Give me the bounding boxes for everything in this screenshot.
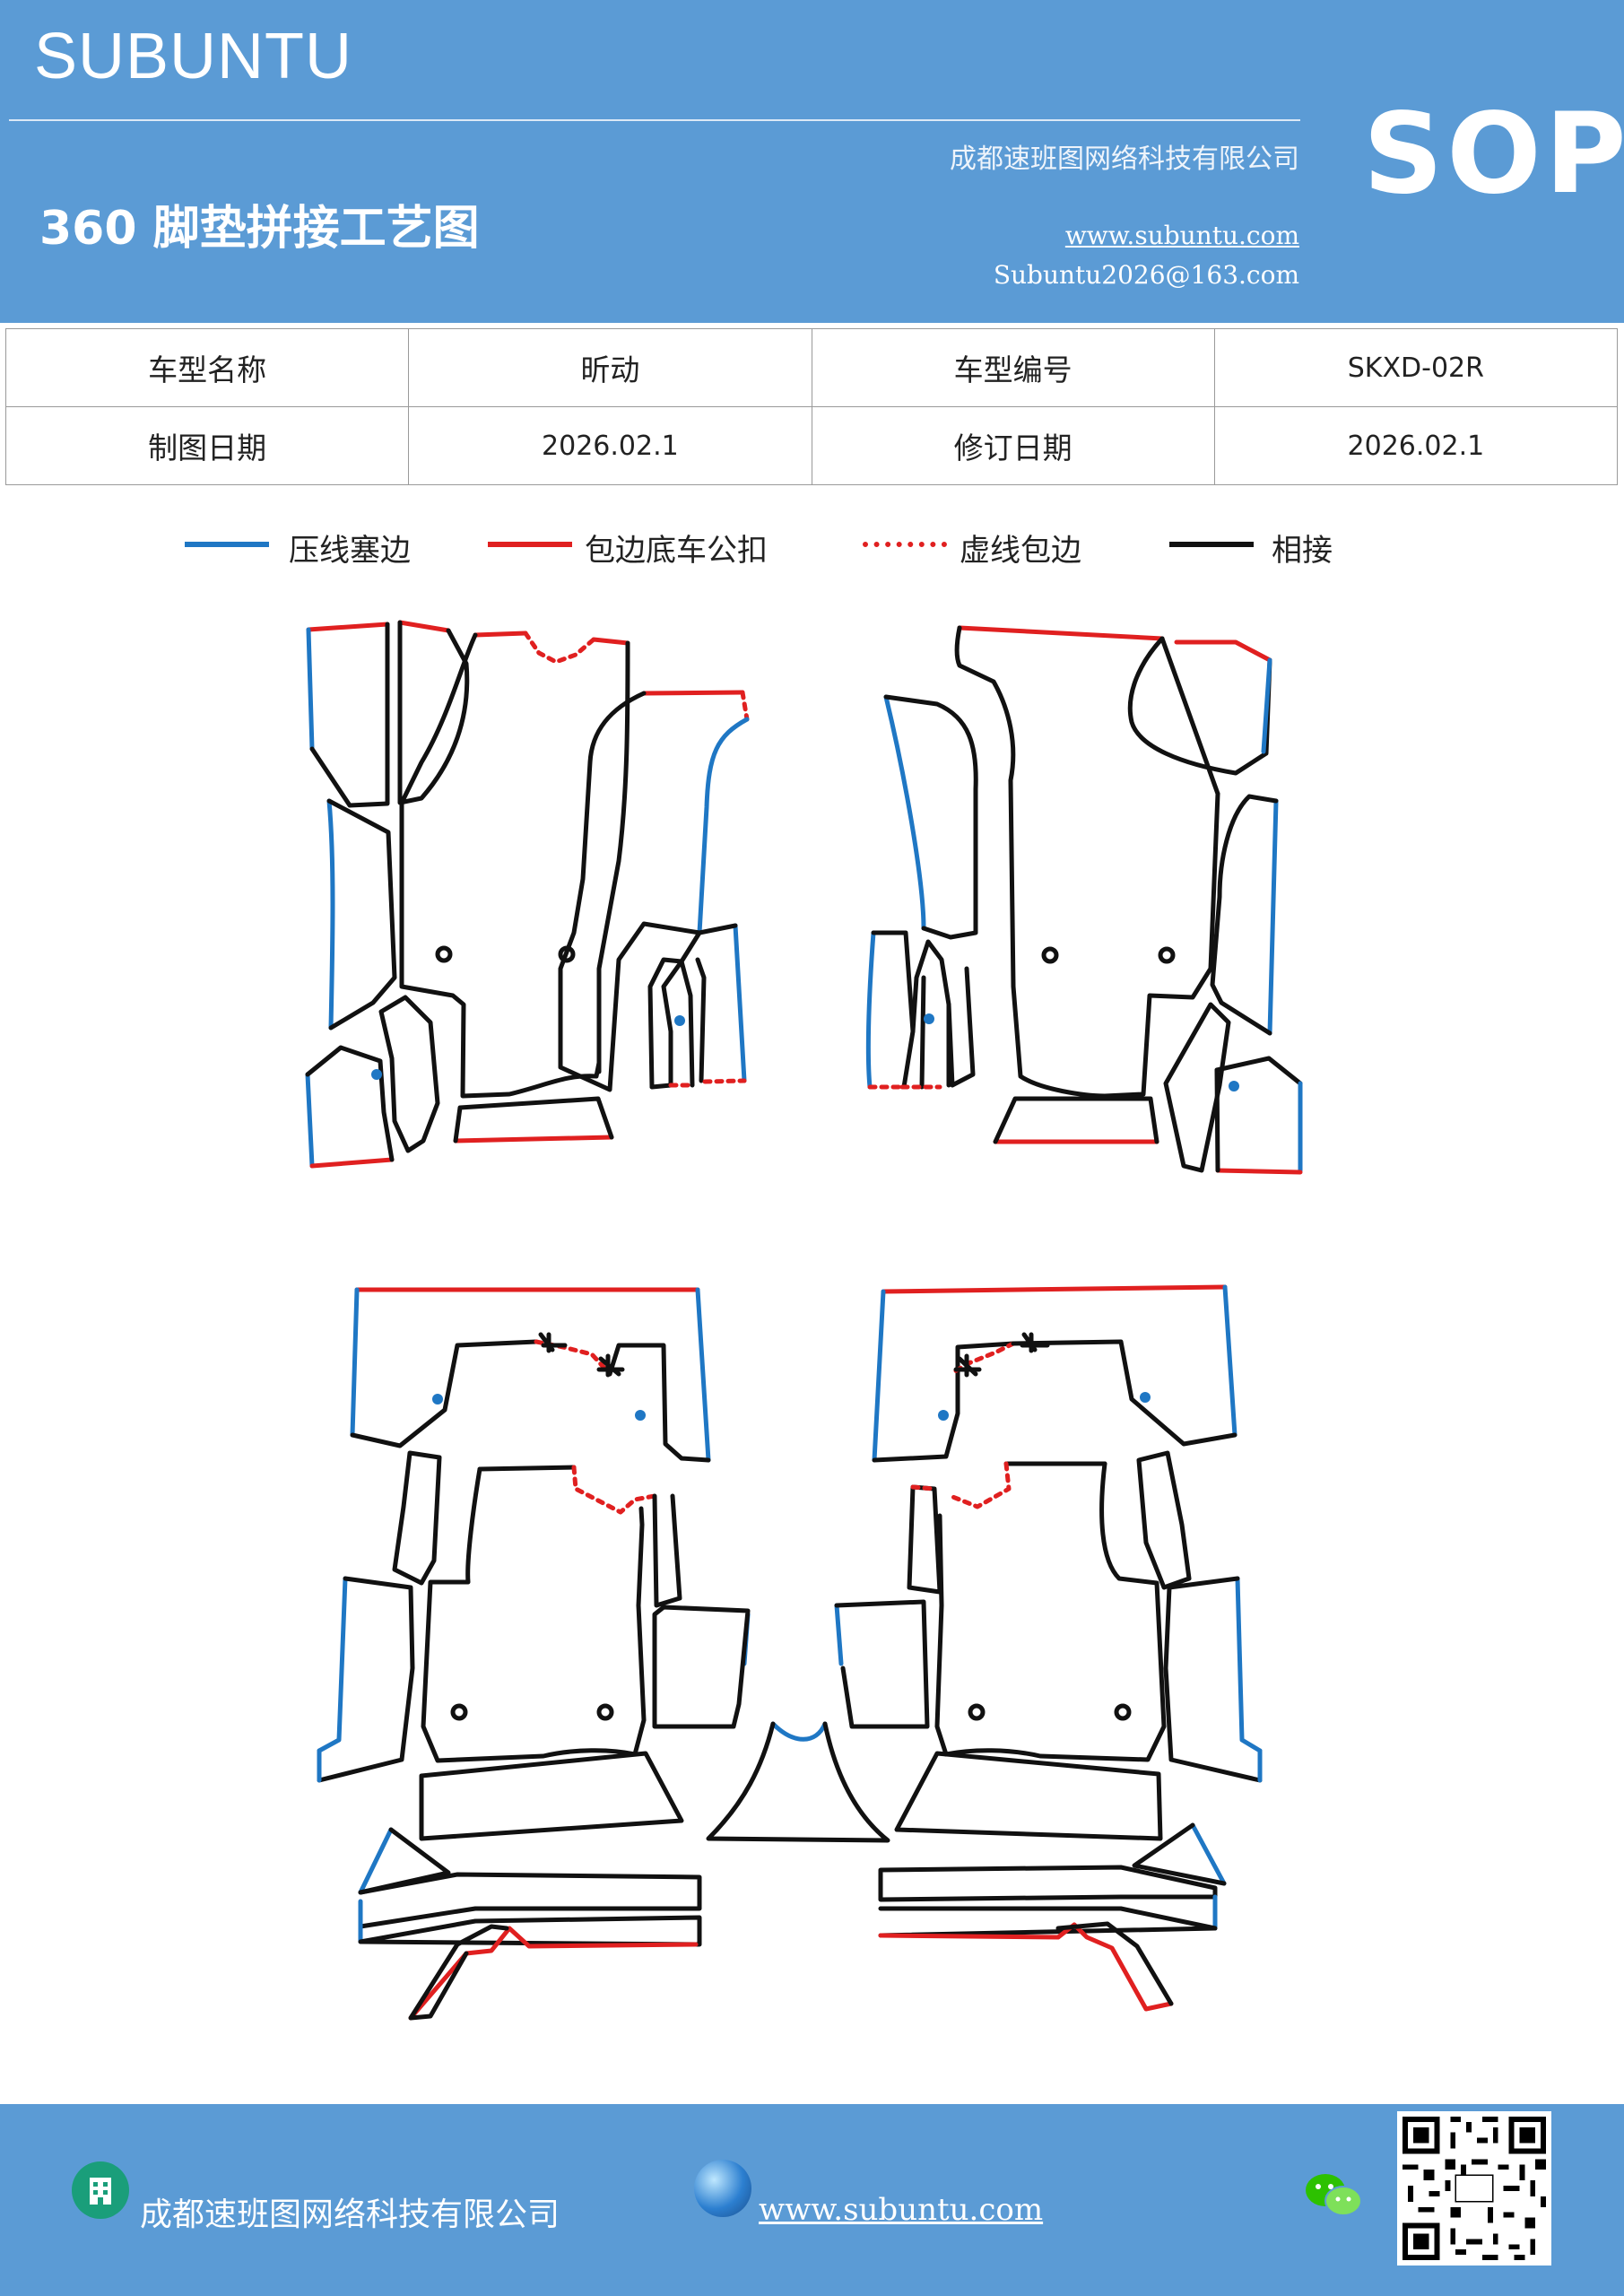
header-divider xyxy=(9,119,1300,121)
brand-logo-text: SUBUNTU xyxy=(34,21,353,92)
company-name: 成都速班图网络科技有限公司 xyxy=(950,144,1299,175)
building-icon xyxy=(72,2161,129,2219)
legend-label: 压线塞边 xyxy=(289,533,411,569)
legend-swatch-blue xyxy=(185,542,269,547)
website-link[interactable]: www.subuntu.com xyxy=(1064,221,1299,250)
email-address: Subuntu2026@163.com xyxy=(993,260,1299,290)
mat-group-bottom-left xyxy=(317,1287,751,2021)
label-model-code: 车型编号 xyxy=(811,328,1215,407)
wechat-icon[interactable] xyxy=(1302,2169,1365,2222)
table-row: 车型名称 昕动 车型编号 SKXD-02R xyxy=(4,328,1619,407)
mat-group-top-left xyxy=(305,620,750,1169)
legend: 压线塞边 包边底车公扣 虚线包边 相接 xyxy=(0,526,1624,570)
value-model-code: SKXD-02R xyxy=(1213,328,1619,407)
sop-badge: SOP xyxy=(1363,90,1624,219)
value-revise-date: 2026.02.1 xyxy=(1213,406,1619,485)
mat-group-top-right xyxy=(865,625,1303,1175)
legend-swatch-red-dotted xyxy=(863,542,947,547)
label-model-name: 车型名称 xyxy=(4,328,410,407)
mat-group-bottom-right xyxy=(834,1284,1263,2012)
footer-website-link[interactable]: www.subuntu.com xyxy=(759,2192,1044,2228)
legend-label: 相接 xyxy=(1272,533,1333,569)
vehicle-info-table: 车型名称 昕动 车型编号 SKXD-02R 制图日期 2026.02.1 修订日… xyxy=(4,328,1619,485)
header-banner: SUBUNTU 360 脚垫拼接工艺图 成都速班图网络科技有限公司 www.su… xyxy=(0,0,1624,323)
footer-banner: 成都速班图网络科技有限公司 www.subuntu.com xyxy=(0,2104,1624,2296)
label-revise-date: 修订日期 xyxy=(811,406,1215,485)
table-row: 制图日期 2026.02.1 修订日期 2026.02.1 xyxy=(4,406,1619,485)
mat-center-tunnel xyxy=(706,1721,890,1843)
value-draw-date: 2026.02.1 xyxy=(408,406,812,485)
globe-icon xyxy=(694,2160,751,2217)
legend-swatch-black xyxy=(1169,542,1254,547)
value-model-name: 昕动 xyxy=(408,328,812,407)
label-draw-date: 制图日期 xyxy=(4,406,410,485)
footer-company-name: 成都速班图网络科技有限公司 xyxy=(140,2196,560,2233)
legend-label: 包边底车公扣 xyxy=(585,533,768,569)
qr-code[interactable] xyxy=(1397,2111,1551,2266)
legend-swatch-red xyxy=(488,542,572,547)
legend-label: 虚线包边 xyxy=(960,533,1081,569)
page-title: 360 脚垫拼接工艺图 xyxy=(39,202,480,256)
